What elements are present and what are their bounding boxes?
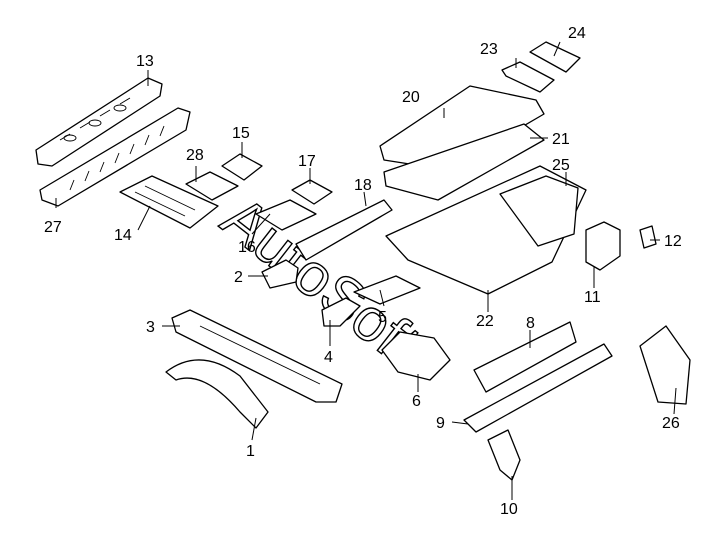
label-18: 18 [354,177,372,194]
label-4: 4 [324,349,333,366]
part-25-well [499,175,579,247]
part-6-mount [381,331,451,381]
label-13: 13 [136,53,154,70]
part-23-bracket [501,61,555,93]
label-21: 21 [552,131,570,148]
part-14-panel [119,175,219,229]
label-20: 20 [402,89,420,106]
part-28-bracket [185,171,239,201]
label-8: 8 [526,315,535,332]
label-5: 5 [378,309,387,326]
part-27-rail [39,107,191,207]
part-26-panel [639,325,691,405]
label-3: 3 [146,319,155,336]
label-10: 10 [500,501,518,518]
part-4-bracket [321,297,361,327]
label-9: 9 [436,415,445,432]
label-11: 11 [584,289,601,306]
label-25: 25 [552,157,570,174]
label-12: 12 [664,233,682,250]
part-18-member [295,199,393,261]
label-28: 28 [186,147,204,164]
part-15-bracket [221,153,263,181]
part-21-deck [383,123,545,201]
label-24: 24 [568,25,586,42]
label-2: 2 [234,269,243,286]
label-14: 14 [114,227,132,244]
part-16-bracket [255,199,317,231]
label-17: 17 [298,153,316,170]
part-1-arch [165,359,269,429]
label-27: 27 [44,219,62,236]
part-5-bracket [353,275,421,305]
part-24-bracket [529,41,581,73]
part-17-bracket [291,179,333,205]
part-11-box [585,221,621,271]
part-8-panel [473,321,577,393]
label-6: 6 [412,393,421,410]
label-26: 26 [662,415,680,432]
label-22: 22 [476,313,494,330]
label-16: 16 [238,239,256,256]
part-12-clip [639,225,657,249]
label-1: 1 [246,443,255,460]
part-10-bracket [487,429,521,481]
leader-lines [55,41,677,500]
label-15: 15 [232,125,250,142]
label-23: 23 [480,41,498,58]
part-20-deck [379,85,545,171]
part-3-crossmember [171,309,343,403]
part-2-bracket [261,259,299,289]
callout-numbers: 13 27 14 28 15 16 17 18 2 4 5 3 1 6 20 2… [44,25,682,518]
part-9-sill [463,343,613,433]
